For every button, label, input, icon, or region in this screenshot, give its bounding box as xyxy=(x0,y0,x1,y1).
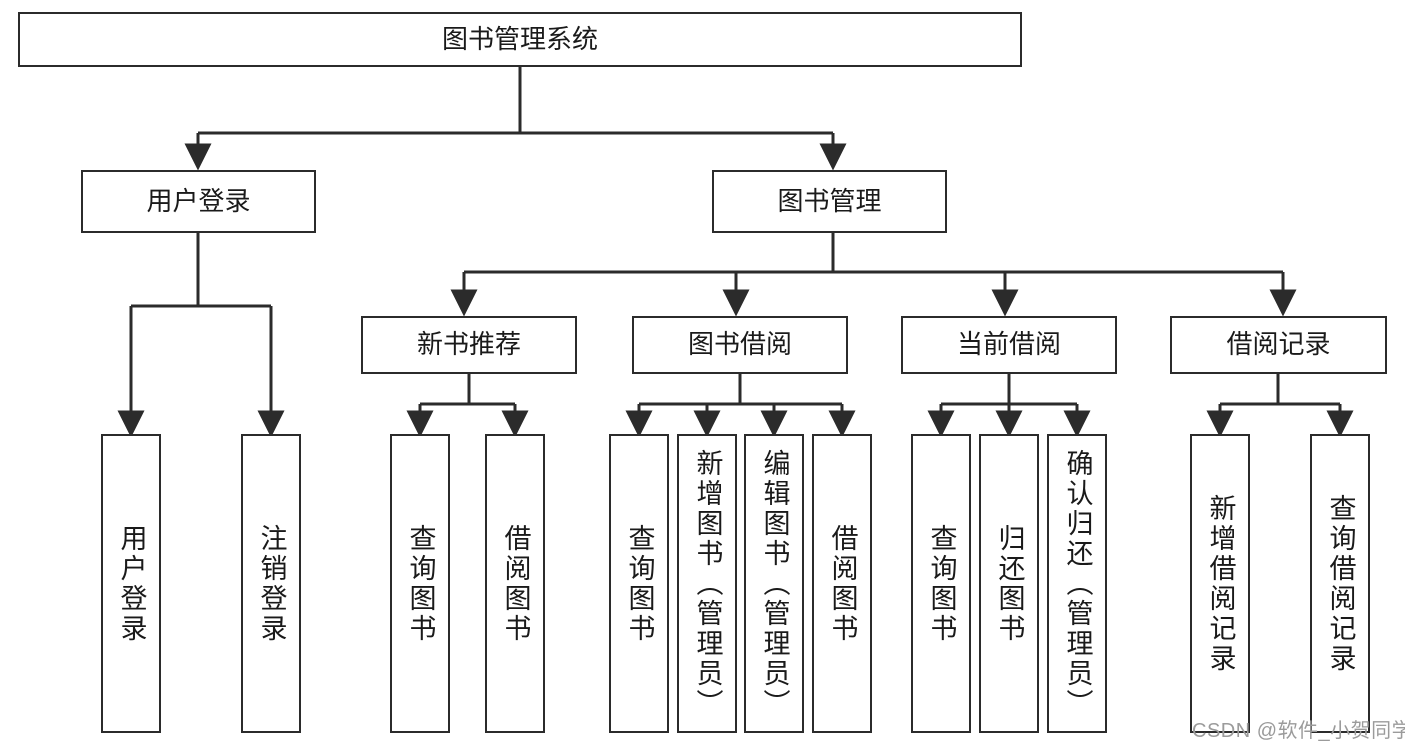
node-label: 确认归还（管理员） xyxy=(1062,448,1093,719)
node-label: 归还图书 xyxy=(994,523,1025,644)
leaf-current-query-book[interactable]: 查询图书 xyxy=(911,434,971,733)
node-label: 查询借阅记录 xyxy=(1325,493,1356,674)
node-label: 用户登录 xyxy=(146,185,251,216)
leaf-user-login-login[interactable]: 用户登录 xyxy=(101,434,161,733)
leaf-record-add-record[interactable]: 新增借阅记录 xyxy=(1190,434,1250,733)
node-root-system[interactable]: 图书管理系统 xyxy=(18,12,1022,67)
node-label: 图书管理系统 xyxy=(441,23,598,54)
node-borrow-record[interactable]: 借阅记录 xyxy=(1170,316,1387,374)
node-label: 新书推荐 xyxy=(416,329,521,360)
node-new-book-recommend[interactable]: 新书推荐 xyxy=(361,316,577,374)
node-label: 编辑图书（管理员） xyxy=(759,448,790,719)
node-label: 图书借阅 xyxy=(687,329,792,360)
leaf-user-login-logout[interactable]: 注销登录 xyxy=(241,434,301,733)
leaf-borrow-edit-book-admin[interactable]: 编辑图书（管理员） xyxy=(744,434,804,733)
node-label: 当前借阅 xyxy=(956,329,1061,360)
node-label: 查询图书 xyxy=(926,523,957,644)
leaf-recommend-borrow-book[interactable]: 借阅图书 xyxy=(485,434,545,733)
node-label: 新增借阅记录 xyxy=(1205,493,1236,674)
node-label: 查询图书 xyxy=(405,523,436,644)
node-label: 借阅图书 xyxy=(500,523,531,644)
node-label: 新增图书（管理员） xyxy=(692,448,723,719)
node-label: 借阅记录 xyxy=(1226,329,1331,360)
csdn-watermark: CSDN @软件_小贺同学 xyxy=(1192,720,1405,742)
node-label: 借阅图书 xyxy=(827,523,858,644)
leaf-current-return-book[interactable]: 归还图书 xyxy=(979,434,1039,733)
node-label: 查询图书 xyxy=(624,523,655,644)
node-current-borrow[interactable]: 当前借阅 xyxy=(901,316,1117,374)
node-label: 注销登录 xyxy=(256,523,287,644)
node-book-borrow[interactable]: 图书借阅 xyxy=(632,316,848,374)
node-user-login[interactable]: 用户登录 xyxy=(81,170,316,233)
leaf-borrow-borrow-book[interactable]: 借阅图书 xyxy=(812,434,872,733)
node-label: 用户登录 xyxy=(116,523,147,644)
leaf-recommend-query-book[interactable]: 查询图书 xyxy=(390,434,450,733)
leaf-current-confirm-return-admin[interactable]: 确认归还（管理员） xyxy=(1047,434,1107,733)
leaf-record-query-record[interactable]: 查询借阅记录 xyxy=(1310,434,1370,733)
leaf-borrow-add-book-admin[interactable]: 新增图书（管理员） xyxy=(677,434,737,733)
node-book-management[interactable]: 图书管理 xyxy=(712,170,947,233)
leaf-borrow-query-book[interactable]: 查询图书 xyxy=(609,434,669,733)
node-label: 图书管理 xyxy=(777,185,882,216)
